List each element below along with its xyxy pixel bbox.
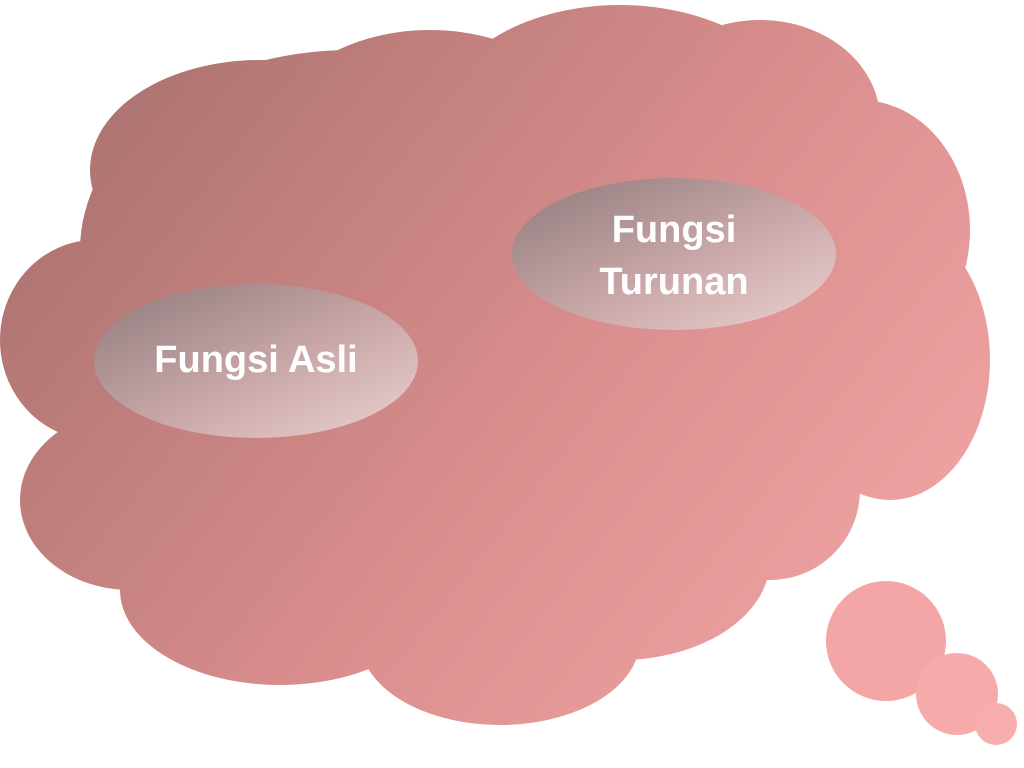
label-line: Turunan [599,261,749,303]
label-fungsi-asli: Fungsi Asli [96,334,416,386]
thought-tail-circle [975,703,1017,745]
thought-tail-circle [826,581,946,701]
label-line: Fungsi [611,209,737,251]
label-fungsi-turunan: Fungsi Turunan [514,204,834,308]
thought-cloud-shape [0,5,990,725]
bubble-fungsi-turunan [512,178,836,330]
label-line: Fungsi Asli [154,339,358,381]
bubble-fungsi-asli [94,284,418,438]
